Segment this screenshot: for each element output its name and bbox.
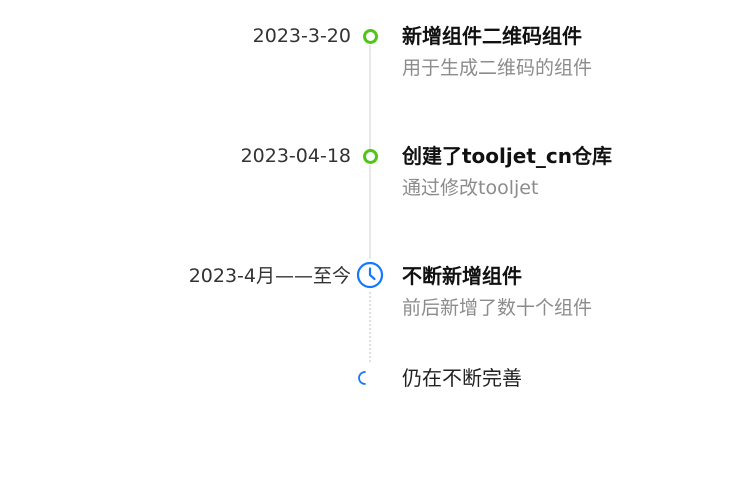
timeline-item-title: 不断新增组件 <box>402 264 522 288</box>
green-dot-icon <box>363 149 378 164</box>
timeline-item-date: 2023-3-20 <box>252 25 351 47</box>
loading-spinner-icon <box>358 371 366 385</box>
timeline-item-description: 前后新增了数十个组件 <box>402 297 593 319</box>
timeline-pending-connector <box>369 292 371 362</box>
timeline-connector <box>369 165 371 259</box>
timeline-item-description: 通过修改tooljet <box>402 177 539 199</box>
timeline-item-title: 新增组件二维码组件 <box>402 24 582 48</box>
timeline-item-date: 2023-04-18 <box>240 145 351 167</box>
timeline-item-date: 2023-4月——至今 <box>188 265 351 287</box>
timeline-pending-label: 仍在不断完善 <box>402 366 522 390</box>
clock-icon <box>356 262 384 289</box>
timeline-connector <box>369 45 371 149</box>
green-dot-icon <box>363 29 378 44</box>
timeline-item-title: 创建了tooljet_cn仓库 <box>402 144 612 168</box>
timeline-item-description: 用于生成二维码的组件 <box>402 57 593 79</box>
